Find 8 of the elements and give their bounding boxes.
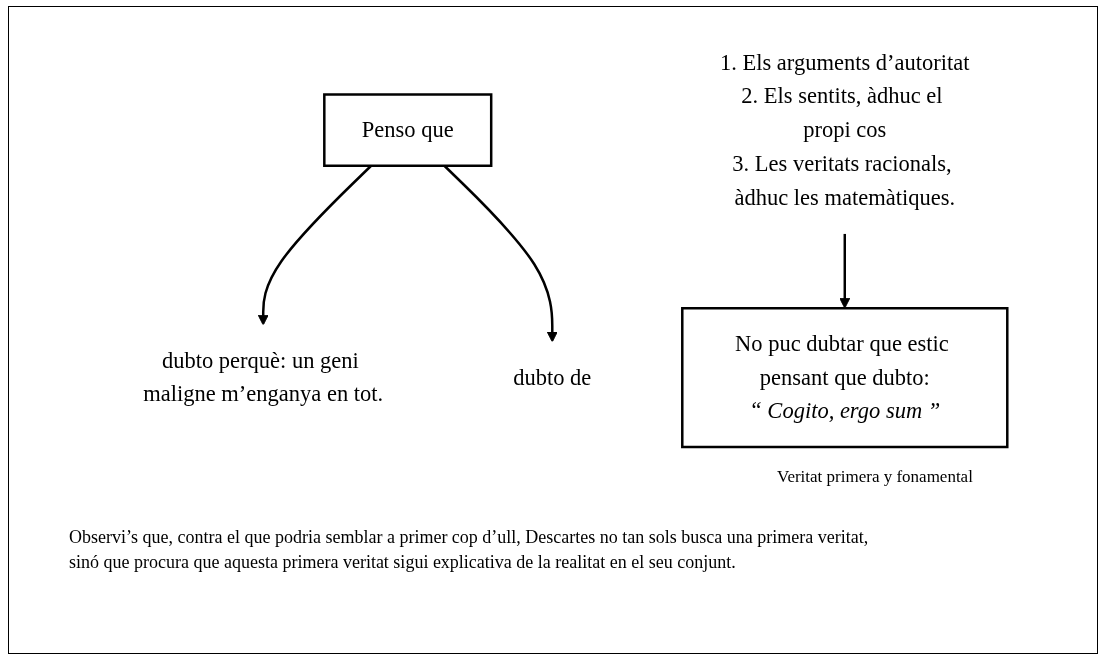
bracket-note: Veritat primera y fonamental <box>777 467 974 487</box>
note-paragraph: Observi’s que, contra el que podria semblar a primer cop d’ull, Descartes no tan sols busca una primera veritat, sinó que procura que aquesta primera veritat sigui explicativa de la realitat en el seu conjunt. <box>69 526 869 575</box>
node-text: dubto perquè: un geni maligne m’enganya en tot. <box>143 347 384 407</box>
arrow <box>839 233 851 309</box>
node-text: 1. Els arguments d’autoritat 2. Els sentits, àdhuc el propi cos 3. Les veritats racionals, àdhuc les matemàtiques. <box>720 49 970 210</box>
node-box: Penso que <box>323 93 493 167</box>
node-box: No puc dubtar que estic pensant que dubto: “ Cogito, ergo sum ” <box>681 307 1009 449</box>
node-text: dubto de <box>513 364 592 390</box>
